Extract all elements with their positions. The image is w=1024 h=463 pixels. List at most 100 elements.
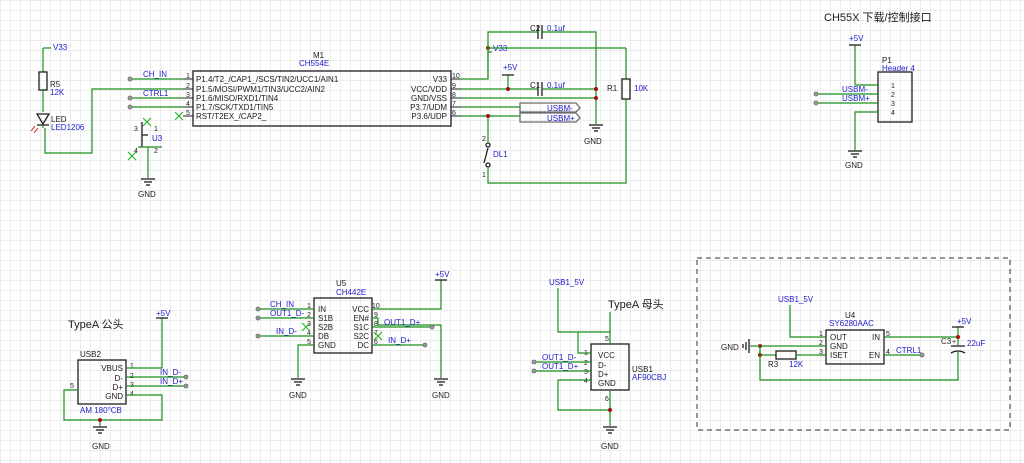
m1-pin-num: 1 bbox=[186, 73, 190, 80]
gnd-label: GND bbox=[721, 343, 739, 352]
net-port-usbm[interactable] bbox=[519, 102, 581, 113]
usb1-pin-name: VCC bbox=[598, 351, 615, 360]
m1-pin-num: 10 bbox=[452, 73, 460, 80]
net-port[interactable] bbox=[255, 315, 261, 321]
net-port[interactable] bbox=[255, 333, 261, 339]
no-connect-mark bbox=[301, 322, 311, 332]
usb2-pin-name: VBUS bbox=[101, 364, 123, 373]
net-port[interactable] bbox=[255, 306, 261, 312]
net-port[interactable] bbox=[127, 76, 133, 82]
u4-pin-name: ISET bbox=[830, 351, 848, 360]
typea-female-title: TypeA 母头 bbox=[608, 298, 664, 311]
net-label-in-dp: IN_D+ bbox=[160, 377, 183, 386]
usb1-pin-num: 2 bbox=[584, 360, 588, 367]
p1-pin: 3 bbox=[891, 101, 895, 108]
u4-pin-num: 3 bbox=[819, 349, 823, 356]
net-label-ch-in: CH_IN bbox=[270, 300, 294, 309]
c1-ref: C1 bbox=[530, 81, 541, 90]
gnd-label: GND bbox=[92, 442, 110, 451]
gnd-symbol: GND bbox=[584, 124, 603, 146]
r1-resistor[interactable]: R1 10K bbox=[607, 78, 649, 100]
m1-pin-num: 2 bbox=[186, 83, 190, 90]
u5-pin-name: IN bbox=[318, 305, 326, 314]
gnd-symbol: GND bbox=[138, 178, 156, 199]
c3-capacitor[interactable]: C3 22uF + bbox=[941, 337, 985, 359]
u3-pin-num: 1 bbox=[154, 126, 158, 133]
net-port[interactable] bbox=[813, 100, 819, 106]
net-port[interactable] bbox=[127, 104, 133, 110]
m1-pin-name: V33 bbox=[433, 75, 448, 84]
usb1-pin-num: 5 bbox=[605, 336, 609, 343]
net-label-out1-dm: OUT1_D- bbox=[270, 309, 305, 318]
net-port[interactable] bbox=[531, 368, 537, 374]
usb1-connector[interactable]: VCC D- D+ GND 1 2 3 4 5 6 USB1 AF90CBJ bbox=[584, 336, 666, 403]
net-port[interactable] bbox=[429, 324, 435, 330]
net-port[interactable] bbox=[813, 91, 819, 97]
net-port[interactable] bbox=[183, 383, 189, 389]
u5-pin-num: 4 bbox=[307, 330, 311, 337]
net-port[interactable] bbox=[919, 352, 925, 358]
u4-pin-num: 2 bbox=[819, 340, 823, 347]
usb1-pin-name: D+ bbox=[598, 370, 609, 379]
dl1-pin: 2 bbox=[482, 136, 486, 143]
gnd-symbol: GND bbox=[289, 378, 307, 400]
u5-pin-name: S1B bbox=[318, 314, 333, 323]
u5-chip[interactable]: U5 CH442E IN S1B S2B DB GND 1 2 3 4 5 VC… bbox=[307, 279, 380, 354]
u4-value: SY6280AAC bbox=[829, 319, 874, 328]
r1-ref: R1 bbox=[607, 84, 618, 93]
gnd-symbol: GND bbox=[845, 150, 863, 170]
r3-value: 12K bbox=[789, 360, 804, 369]
net-port[interactable] bbox=[127, 95, 133, 101]
net-label-5v: +5V bbox=[957, 317, 972, 326]
usb1-value: AF90CBJ bbox=[632, 373, 666, 382]
r5-resistor[interactable]: V33 R5 12K bbox=[38, 43, 68, 112]
m1-pin-num: 4 bbox=[186, 101, 190, 108]
net-label-in-dm: IN_D- bbox=[160, 368, 181, 377]
net-port-usbp[interactable] bbox=[519, 112, 581, 123]
gnd-label: GND bbox=[289, 391, 307, 400]
r1-value: 10K bbox=[634, 84, 649, 93]
c2-value: 0.1uf bbox=[547, 24, 566, 33]
u5-value: CH442E bbox=[336, 288, 366, 297]
usb1-pin-num: 4 bbox=[584, 378, 588, 385]
u4-chip[interactable]: U4 SY6280AAC OUT GND ISET 1 2 3 IN EN 5 … bbox=[819, 311, 890, 365]
u5-pin-num: 10 bbox=[372, 303, 380, 310]
u4-ref: U4 bbox=[845, 311, 856, 320]
led-value: LED1206 bbox=[51, 123, 85, 132]
gnd-symbol: GND bbox=[432, 378, 450, 400]
u4-pin-num: 5 bbox=[886, 331, 890, 338]
usb2-pin-num: 5 bbox=[70, 383, 74, 390]
u3-switch[interactable]: 3 1 4 2 U3 bbox=[127, 117, 163, 178]
u3-pin-num: 4 bbox=[134, 148, 138, 155]
p1-header[interactable]: P1 Header 4 1 2 3 4 bbox=[877, 56, 915, 123]
net-label-5v: +5V bbox=[849, 34, 864, 43]
gnd-symbol-left: GND bbox=[721, 339, 760, 353]
gnd-label: GND bbox=[845, 161, 863, 170]
net-label-ctrl1: CTRL1 bbox=[896, 346, 922, 355]
u5-pin-num: 5 bbox=[307, 339, 311, 346]
gnd-label: GND bbox=[138, 190, 156, 199]
net-port[interactable] bbox=[531, 359, 537, 365]
led-diode[interactable]: LED LED1206 bbox=[30, 113, 85, 134]
m1-pin-num: 3 bbox=[186, 92, 190, 99]
usb2-connector[interactable]: USB2 AM 180°CB VBUS D- D+ GND 1 2 3 4 5 bbox=[70, 350, 134, 415]
net-port[interactable] bbox=[183, 374, 189, 380]
m1-chip[interactable]: M1 CH554E 1 2 3 4 5 P1.4/T2_/CAP1_/SCS/T… bbox=[183, 51, 461, 127]
dl1-switch[interactable]: 2 1 DL1 bbox=[482, 136, 508, 179]
usb1-pin-num: 6 bbox=[605, 396, 609, 403]
net-port[interactable] bbox=[422, 342, 428, 348]
net-label-out1-dm: OUT1_D- bbox=[542, 353, 577, 362]
gnd-label: GND bbox=[601, 442, 619, 451]
usb2-value: AM 180°CB bbox=[80, 406, 122, 415]
u4-pin-name: EN bbox=[869, 351, 880, 360]
r3-resistor[interactable]: R3 12K bbox=[768, 350, 804, 369]
usb2-pin-name: GND bbox=[105, 392, 123, 401]
u5-ref: U5 bbox=[336, 279, 347, 288]
net-label-5v: +5V bbox=[435, 270, 450, 279]
c3-polarity-mark: + bbox=[952, 339, 956, 346]
m1-pin-name: RST/T2EX_/CAP2_ bbox=[196, 112, 267, 121]
gnd-label: GND bbox=[584, 137, 602, 146]
no-connect-mark bbox=[174, 111, 184, 121]
net-label-out1-dp: OUT1_D+ bbox=[542, 362, 579, 371]
